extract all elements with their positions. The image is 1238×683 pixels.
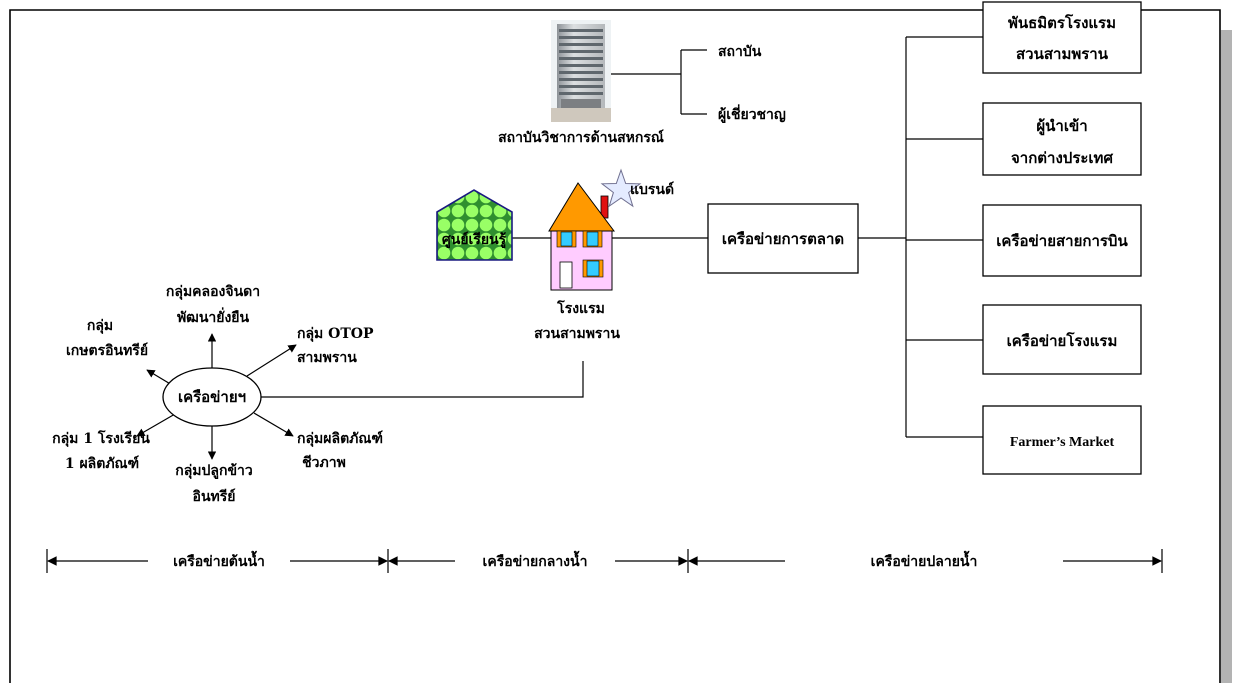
frame-shadow — [1221, 30, 1232, 683]
brand-label: แบรนด์ — [630, 181, 674, 198]
marketing-label: เครือข่ายการตลาด — [722, 230, 844, 248]
segment-label: เครือข่ายกลางน้ำ — [483, 550, 588, 570]
partner-label-line: พันธมิตรโรงแรม — [1008, 13, 1116, 32]
partner-label-line: ผู้นำเข้า — [1036, 117, 1087, 136]
hotel-house-icon — [548, 182, 615, 291]
house-window-glass — [586, 260, 600, 277]
group-label-line: พัฒนายั่งยืน — [177, 307, 250, 326]
network-hub-ellipse — [162, 367, 262, 427]
group-label-line: กลุ่ม OTOP — [297, 326, 374, 342]
partner-label-line: เครือข่ายสายการบิน — [996, 232, 1128, 250]
hotel-name-line: สวนสามพราน — [534, 326, 620, 342]
institute-branch-label: ผู้เชี่ยวชาญ — [718, 104, 786, 123]
segment-label: เครือข่ายต้นน้ำ — [173, 550, 265, 570]
building-window-row — [559, 36, 603, 39]
partner-box — [982, 304, 1142, 375]
partner-label-line: Farmer’s Market — [1010, 435, 1115, 450]
institute-caption: สถาบันวิชาการด้านสหกรณ์ — [498, 129, 664, 146]
group-label-line: อินทรีย์ — [192, 488, 236, 505]
group-label-line: เกษตรอินทรีย์ — [66, 342, 148, 359]
marketing-box — [707, 203, 859, 274]
building-window-row — [559, 85, 603, 88]
group-label-line: กลุ่มคลองจินดา — [166, 284, 260, 300]
group-label-line: สามพราน — [297, 350, 357, 366]
building-window-row — [559, 43, 603, 46]
group-label-line: กลุ่ม — [87, 318, 113, 334]
institute-building-photo — [551, 20, 611, 122]
segment-label: เครือข่ายปลายน้ำ — [871, 550, 978, 570]
group-label-line: กลุ่ม 1 โรงเรียน — [52, 429, 150, 447]
diagram-frame — [9, 9, 1221, 683]
spoke-arrow — [146, 369, 173, 386]
partner-box — [982, 1, 1142, 74]
group-label-line: ชีวภาพ — [302, 455, 346, 471]
house-door — [559, 261, 573, 289]
brand-star-icon — [600, 168, 642, 208]
spoke-arrow — [246, 344, 297, 377]
learning-center-shape — [436, 189, 513, 261]
hub-hotel-connector — [261, 361, 584, 398]
group-label-line: 1 ผลิตภัณฑ์ — [65, 455, 139, 472]
building-window-row — [559, 50, 603, 53]
building-ground — [551, 108, 611, 122]
building-window-row — [559, 29, 603, 32]
house-window-glass — [586, 231, 599, 247]
network-hub-label: เครือข่ายฯ — [178, 388, 246, 406]
partner-label-line: จากต่างประเทศ — [1011, 149, 1113, 167]
partner-box — [982, 405, 1142, 475]
hotel-name-line: โรงแรม — [556, 299, 605, 317]
house-window-glass — [560, 231, 573, 247]
group-label-line: กลุ่มผลิตภัณฑ์ — [297, 430, 383, 447]
spoke-arrow — [136, 413, 176, 437]
partner-label-line: สวนสามพราน — [1016, 45, 1109, 63]
building-window-row — [559, 92, 603, 95]
building-window-row — [559, 71, 603, 74]
learning-center-label: ศูนย์เรียนรู้ — [442, 231, 507, 248]
partner-box — [982, 102, 1142, 176]
partner-label-line: เครือข่ายโรงแรม — [1007, 331, 1118, 350]
spoke-arrow — [253, 412, 294, 437]
building-window-row — [559, 57, 603, 60]
building-entrance — [561, 99, 601, 109]
partner-box — [982, 204, 1142, 277]
building-window-row — [559, 64, 603, 67]
building-window-row — [559, 78, 603, 81]
institute-branch-label: สถาบัน — [718, 44, 762, 60]
group-label-line: กลุ่มปลูกข้าว — [175, 463, 253, 479]
